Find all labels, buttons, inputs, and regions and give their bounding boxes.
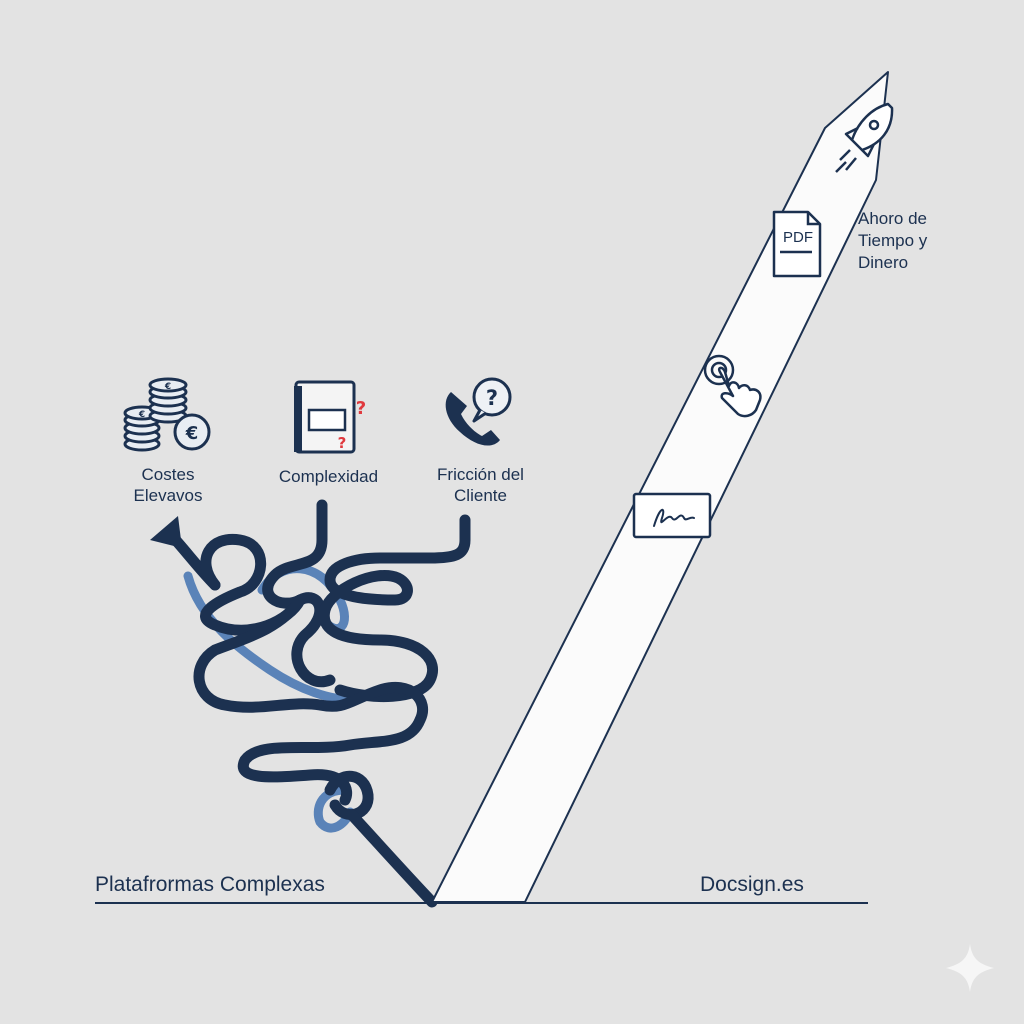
pdf-icon-text: PDF <box>783 229 813 246</box>
euro-coins-icon: € € € <box>123 377 211 452</box>
hand-tap-icon <box>703 354 762 418</box>
savings-label: Ahoro de Tiempo y Dinero <box>858 209 928 272</box>
svg-text:?: ? <box>338 434 347 452</box>
svg-text:?: ? <box>486 386 498 410</box>
book-question-icon: ? ? <box>294 380 366 454</box>
svg-text:?: ? <box>356 398 366 419</box>
tangled-path-arrowhead <box>150 516 182 548</box>
phone-question-icon: ? <box>445 377 512 446</box>
tangled-path <box>166 499 471 908</box>
sparkle-icon <box>946 944 994 992</box>
rocket-icon <box>835 102 894 173</box>
costs-label: Costes Elevavos <box>133 465 203 505</box>
svg-text:€: € <box>138 410 145 420</box>
left-baseline-label: Platafrormas Complexas <box>95 873 325 896</box>
pdf-document-icon <box>772 210 822 278</box>
svg-text:€: € <box>164 382 171 392</box>
right-baseline-label: Docsign.es <box>700 873 804 896</box>
svg-text:€: € <box>185 423 199 444</box>
friction-label: Fricción del Cliente <box>437 465 524 505</box>
complexity-label: Complexidad <box>278 467 379 486</box>
signature-icon <box>632 492 712 539</box>
